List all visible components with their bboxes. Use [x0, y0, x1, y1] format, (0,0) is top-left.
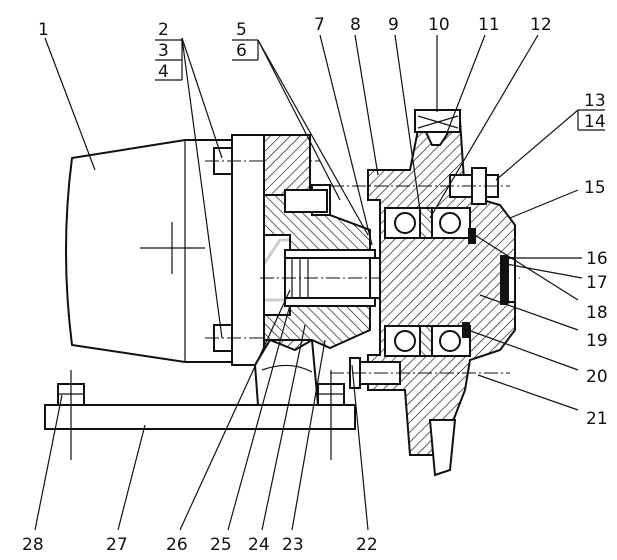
callout-16: 16 — [586, 249, 608, 269]
callout-23: 23 — [282, 535, 304, 555]
motor-flange — [205, 134, 320, 366]
bearing-lower — [384, 322, 471, 357]
base-bolt-left — [57, 370, 85, 460]
callout-22: 22 — [356, 535, 378, 555]
coupling-housing — [263, 184, 371, 350]
leader-lines — [34, 34, 605, 531]
callout-26: 26 — [166, 535, 188, 555]
end-cover — [500, 255, 516, 305]
callout-10: 10 — [428, 15, 450, 35]
pulley-hub — [330, 109, 516, 477]
bearing-upper — [384, 207, 476, 244]
callout-24: 24 — [248, 535, 270, 555]
callout-14: 14 — [584, 112, 606, 132]
callout-7: 7 — [314, 15, 325, 35]
callout-8: 8 — [350, 15, 361, 35]
callout-5: 5 — [236, 20, 247, 40]
callout-20: 20 — [586, 367, 608, 387]
callout-3: 3 — [158, 41, 169, 61]
callout-18: 18 — [586, 303, 608, 323]
callout-2: 2 — [158, 20, 169, 40]
callout-19: 19 — [586, 331, 608, 351]
callout-28: 28 — [22, 535, 44, 555]
callout-labels: 1 2 3 4 5 6 7 8 9 10 11 12 13 14 15 16 1… — [22, 15, 608, 555]
base-plate — [44, 404, 356, 430]
callout-9: 9 — [388, 15, 399, 35]
callout-21: 21 — [586, 409, 608, 429]
callout-25: 25 — [210, 535, 232, 555]
callout-12: 12 — [530, 15, 552, 35]
callout-15: 15 — [584, 178, 606, 198]
callout-11: 11 — [478, 15, 500, 35]
callout-1: 1 — [38, 20, 49, 40]
motor-body — [65, 139, 233, 363]
callout-4: 4 — [158, 62, 169, 82]
callout-17: 17 — [586, 273, 608, 293]
callout-13: 13 — [584, 91, 606, 111]
callout-27: 27 — [106, 535, 128, 555]
callout-6: 6 — [236, 41, 247, 61]
